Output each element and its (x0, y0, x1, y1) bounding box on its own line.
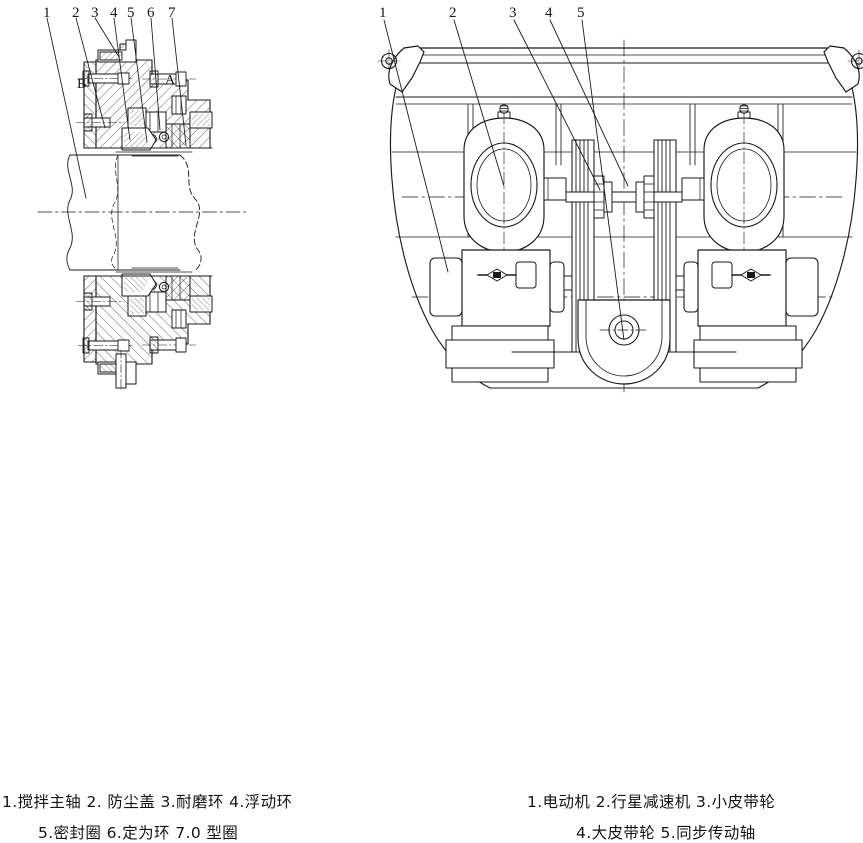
synchronous-drive-shaft (565, 191, 683, 203)
upper-bolt-2 (141, 70, 197, 88)
lifting-lug-left (377, 45, 425, 93)
right-callout-2: 2 (449, 5, 457, 21)
electric-motor-right (667, 249, 819, 383)
planetary-reducer-left (463, 104, 567, 259)
right-callout-4: 4 (545, 5, 553, 21)
left-callout-2: 2 (72, 5, 80, 21)
right-callout-1: 1 (379, 5, 387, 21)
motor-nameplate-right (731, 268, 771, 282)
left-callout-7: 7 (168, 5, 176, 21)
upper-bolt-1 (77, 70, 133, 87)
lifting-lug-right (823, 45, 863, 93)
side-bolt-upper (75, 113, 125, 132)
small-belt-pulley-right (635, 175, 655, 219)
right-leader-lines (383, 19, 629, 341)
main-mixing-shaft (66, 154, 202, 271)
right-callout-5: 5 (577, 5, 585, 21)
left-panel-seal-section (37, 17, 249, 391)
right-callout-3: 3 (509, 5, 517, 21)
detail-marker-a: A (165, 73, 176, 88)
large-belt-pulley (577, 299, 671, 385)
base-stud-lower (115, 349, 127, 391)
bottom-frame (489, 351, 759, 389)
left-callout-1: 1 (43, 5, 51, 21)
right-panel-drive-assembly (377, 19, 863, 393)
engineering-drawing-canvas (37, 17, 863, 393)
right-caption-line-1: 1.电动机 2.行星减速机 3.小皮带轮 (527, 793, 776, 811)
motor-nameplate-left (477, 268, 517, 282)
left-callout-4: 4 (110, 5, 118, 21)
seal-ring-stack-upper (121, 107, 191, 151)
drawing-sheet: 1 2 3 4 5 6 7 B A 1 2 3 4 5 1.搅拌主轴 2. 防尘… (2, 5, 863, 842)
lower-half-section (75, 267, 213, 385)
upper-half-section (75, 39, 213, 157)
left-callout-5: 5 (127, 5, 135, 21)
left-caption-line-1: 1.搅拌主轴 2. 防尘盖 3.耐磨环 4.浮动环 (2, 793, 293, 811)
detail-marker-b: B (77, 77, 87, 92)
left-leader-lines (46, 17, 187, 199)
planetary-reducer-right (681, 104, 785, 259)
left-caption-line-2: 5.密封圈 6.定为环 7.0 型圈 (38, 824, 239, 842)
electric-motor-left (429, 249, 581, 383)
right-caption-line-2: 4.大皮带轮 5.同步传动轴 (576, 824, 756, 842)
left-callout-6: 6 (147, 5, 155, 21)
left-callout-3: 3 (91, 5, 99, 21)
breather-valve-right (737, 104, 751, 119)
